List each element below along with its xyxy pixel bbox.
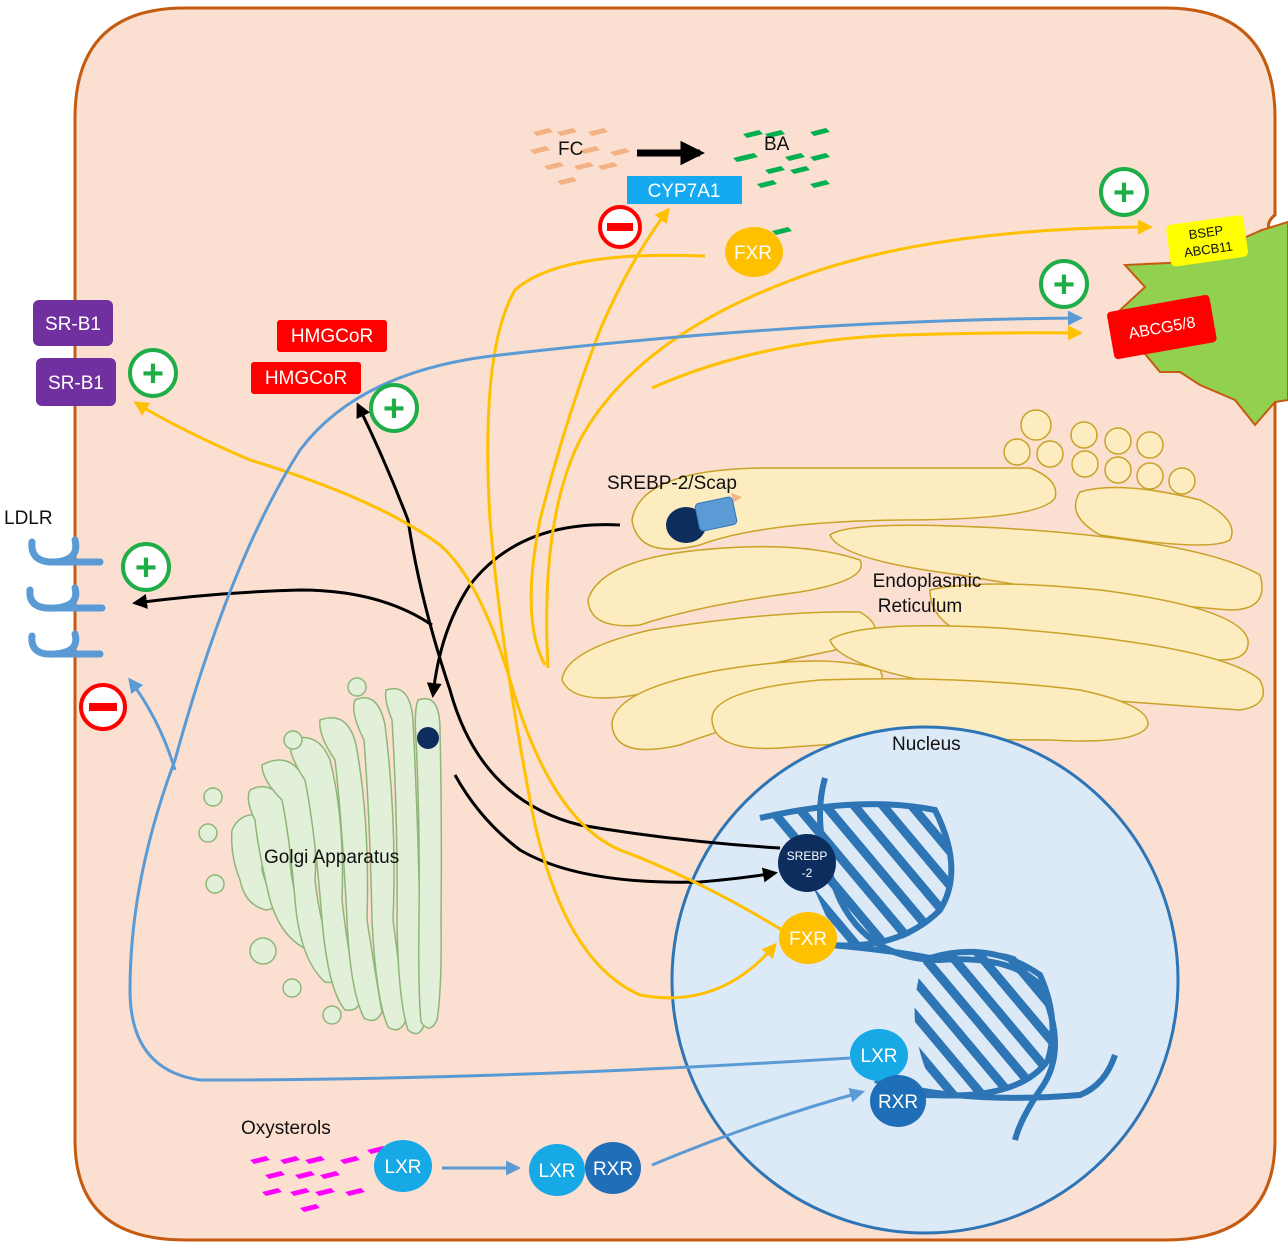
arrow-srebp-to-ldlr [132, 588, 433, 627]
endoplasmic-reticulum [561, 409, 1264, 751]
srebp2-nuclear-label-2: -2 [802, 866, 813, 880]
arrow-er-to-golgi [426, 523, 621, 698]
srb1-box-1 [33, 300, 113, 346]
fxr-nuclear-label: FXR [789, 929, 827, 950]
oxysterols-label: Oxysterols [241, 1118, 331, 1139]
bile-acid-dashes [733, 128, 830, 235]
srebp2-nuclear-label-1: SREBP [787, 849, 828, 863]
cyp7a1-label: CYP7A1 [648, 181, 721, 202]
rxr-heterodimer-label: RXR [593, 1159, 633, 1180]
blue-arrows [128, 310, 1083, 1176]
plus-sign-hmgcor: + [369, 383, 419, 433]
lxr-cytoplasm-label: LXR [385, 1157, 422, 1178]
arrow-fxr-to-bsep [545, 219, 1153, 669]
ldlr-receptors [26, 536, 106, 658]
srebp-scap-label: SREBP-2/Scap [607, 473, 737, 494]
svg-text:+: + [1113, 172, 1135, 214]
er-label-2: Reticulum [878, 596, 962, 617]
golgi-apparatus [198, 677, 443, 1035]
arrow-srebp-to-hmgcor [356, 402, 781, 850]
black-arrows [132, 140, 781, 884]
hmgcor-label-1: HMGCoR [291, 326, 373, 347]
yellow-arrows [133, 207, 1153, 1000]
arrow-heterodimer-to-nucleus [651, 1087, 865, 1167]
arrow-fxr-to-abcg [651, 325, 1083, 390]
plus-sign-bsep: + [1099, 167, 1149, 217]
hmgcor-box-2 [251, 362, 361, 394]
arrow-fxr-to-nuclear-fxr [486, 253, 777, 1000]
free-cholesterol-dashes [530, 128, 630, 185]
nucleus-label: Nucleus [892, 734, 961, 755]
oxysterol-dashes [250, 1146, 387, 1212]
fxr-nuclear [779, 912, 837, 964]
srb1-label-2: SR-B1 [48, 373, 104, 394]
svg-text:+: + [1053, 264, 1075, 306]
fc-label: FC [558, 139, 583, 160]
bsep-label: BSEP [1188, 223, 1224, 243]
minus-sign-cyp7a1 [598, 205, 642, 249]
srebp-er-blob [666, 507, 706, 543]
srb1-box-2 [36, 358, 116, 406]
bsep-transporter: BSEP ABCB11 [1166, 215, 1249, 267]
golgi-label: Golgi Apparatus [264, 847, 399, 868]
lxr-nuclear [850, 1029, 908, 1081]
scap-box [694, 496, 738, 532]
arrow-fxr-to-srb1 [133, 401, 783, 932]
plus-sign-abcg: + [1039, 259, 1089, 309]
arrow-lxr-to-abcg [128, 310, 1083, 1082]
hmgcor-box-1 [277, 320, 387, 352]
ldlr-label: LDLR [4, 508, 53, 529]
rxr-nuclear-label: RXR [878, 1092, 918, 1113]
fxr-cytoplasm [725, 227, 783, 277]
hmgcor-label-2: HMGCoR [265, 368, 347, 389]
plus-sign-srb1: + [128, 348, 178, 398]
cyp7a1-enzyme [627, 176, 742, 204]
arrow-fxr-to-cyp7a1 [529, 207, 670, 666]
er-label-1: Endoplasmic [873, 571, 982, 592]
srebp2-nuclear [778, 834, 836, 892]
arrow-golgi-to-nucleus [453, 774, 778, 884]
svg-text:+: + [135, 547, 157, 589]
minus-sign-ldlr [79, 683, 127, 731]
fxr-cytoplasm-label: FXR [734, 243, 772, 264]
arrow-lxr-to-ldlr [128, 677, 177, 771]
lxr-nuclear-label: LXR [861, 1046, 898, 1067]
srebp-golgi-blob [417, 727, 439, 749]
abcg-transporter: ABCG5/8 [1107, 294, 1217, 360]
lxr-heterodimer [529, 1144, 585, 1196]
ba-label: BA [764, 134, 790, 155]
svg-text:+: + [142, 353, 164, 395]
lxr-heterodimer-label: LXR [539, 1161, 576, 1182]
abcb11-label: ABCB11 [1183, 238, 1234, 260]
plus-sign-ldlr: + [121, 542, 171, 592]
scap-tag [731, 493, 742, 502]
svg-text:+: + [383, 388, 405, 430]
rxr-heterodimer [585, 1142, 641, 1194]
lxr-cytoplasm [374, 1140, 432, 1192]
srb1-label-1: SR-B1 [45, 314, 101, 335]
rxr-nuclear [870, 1075, 926, 1127]
